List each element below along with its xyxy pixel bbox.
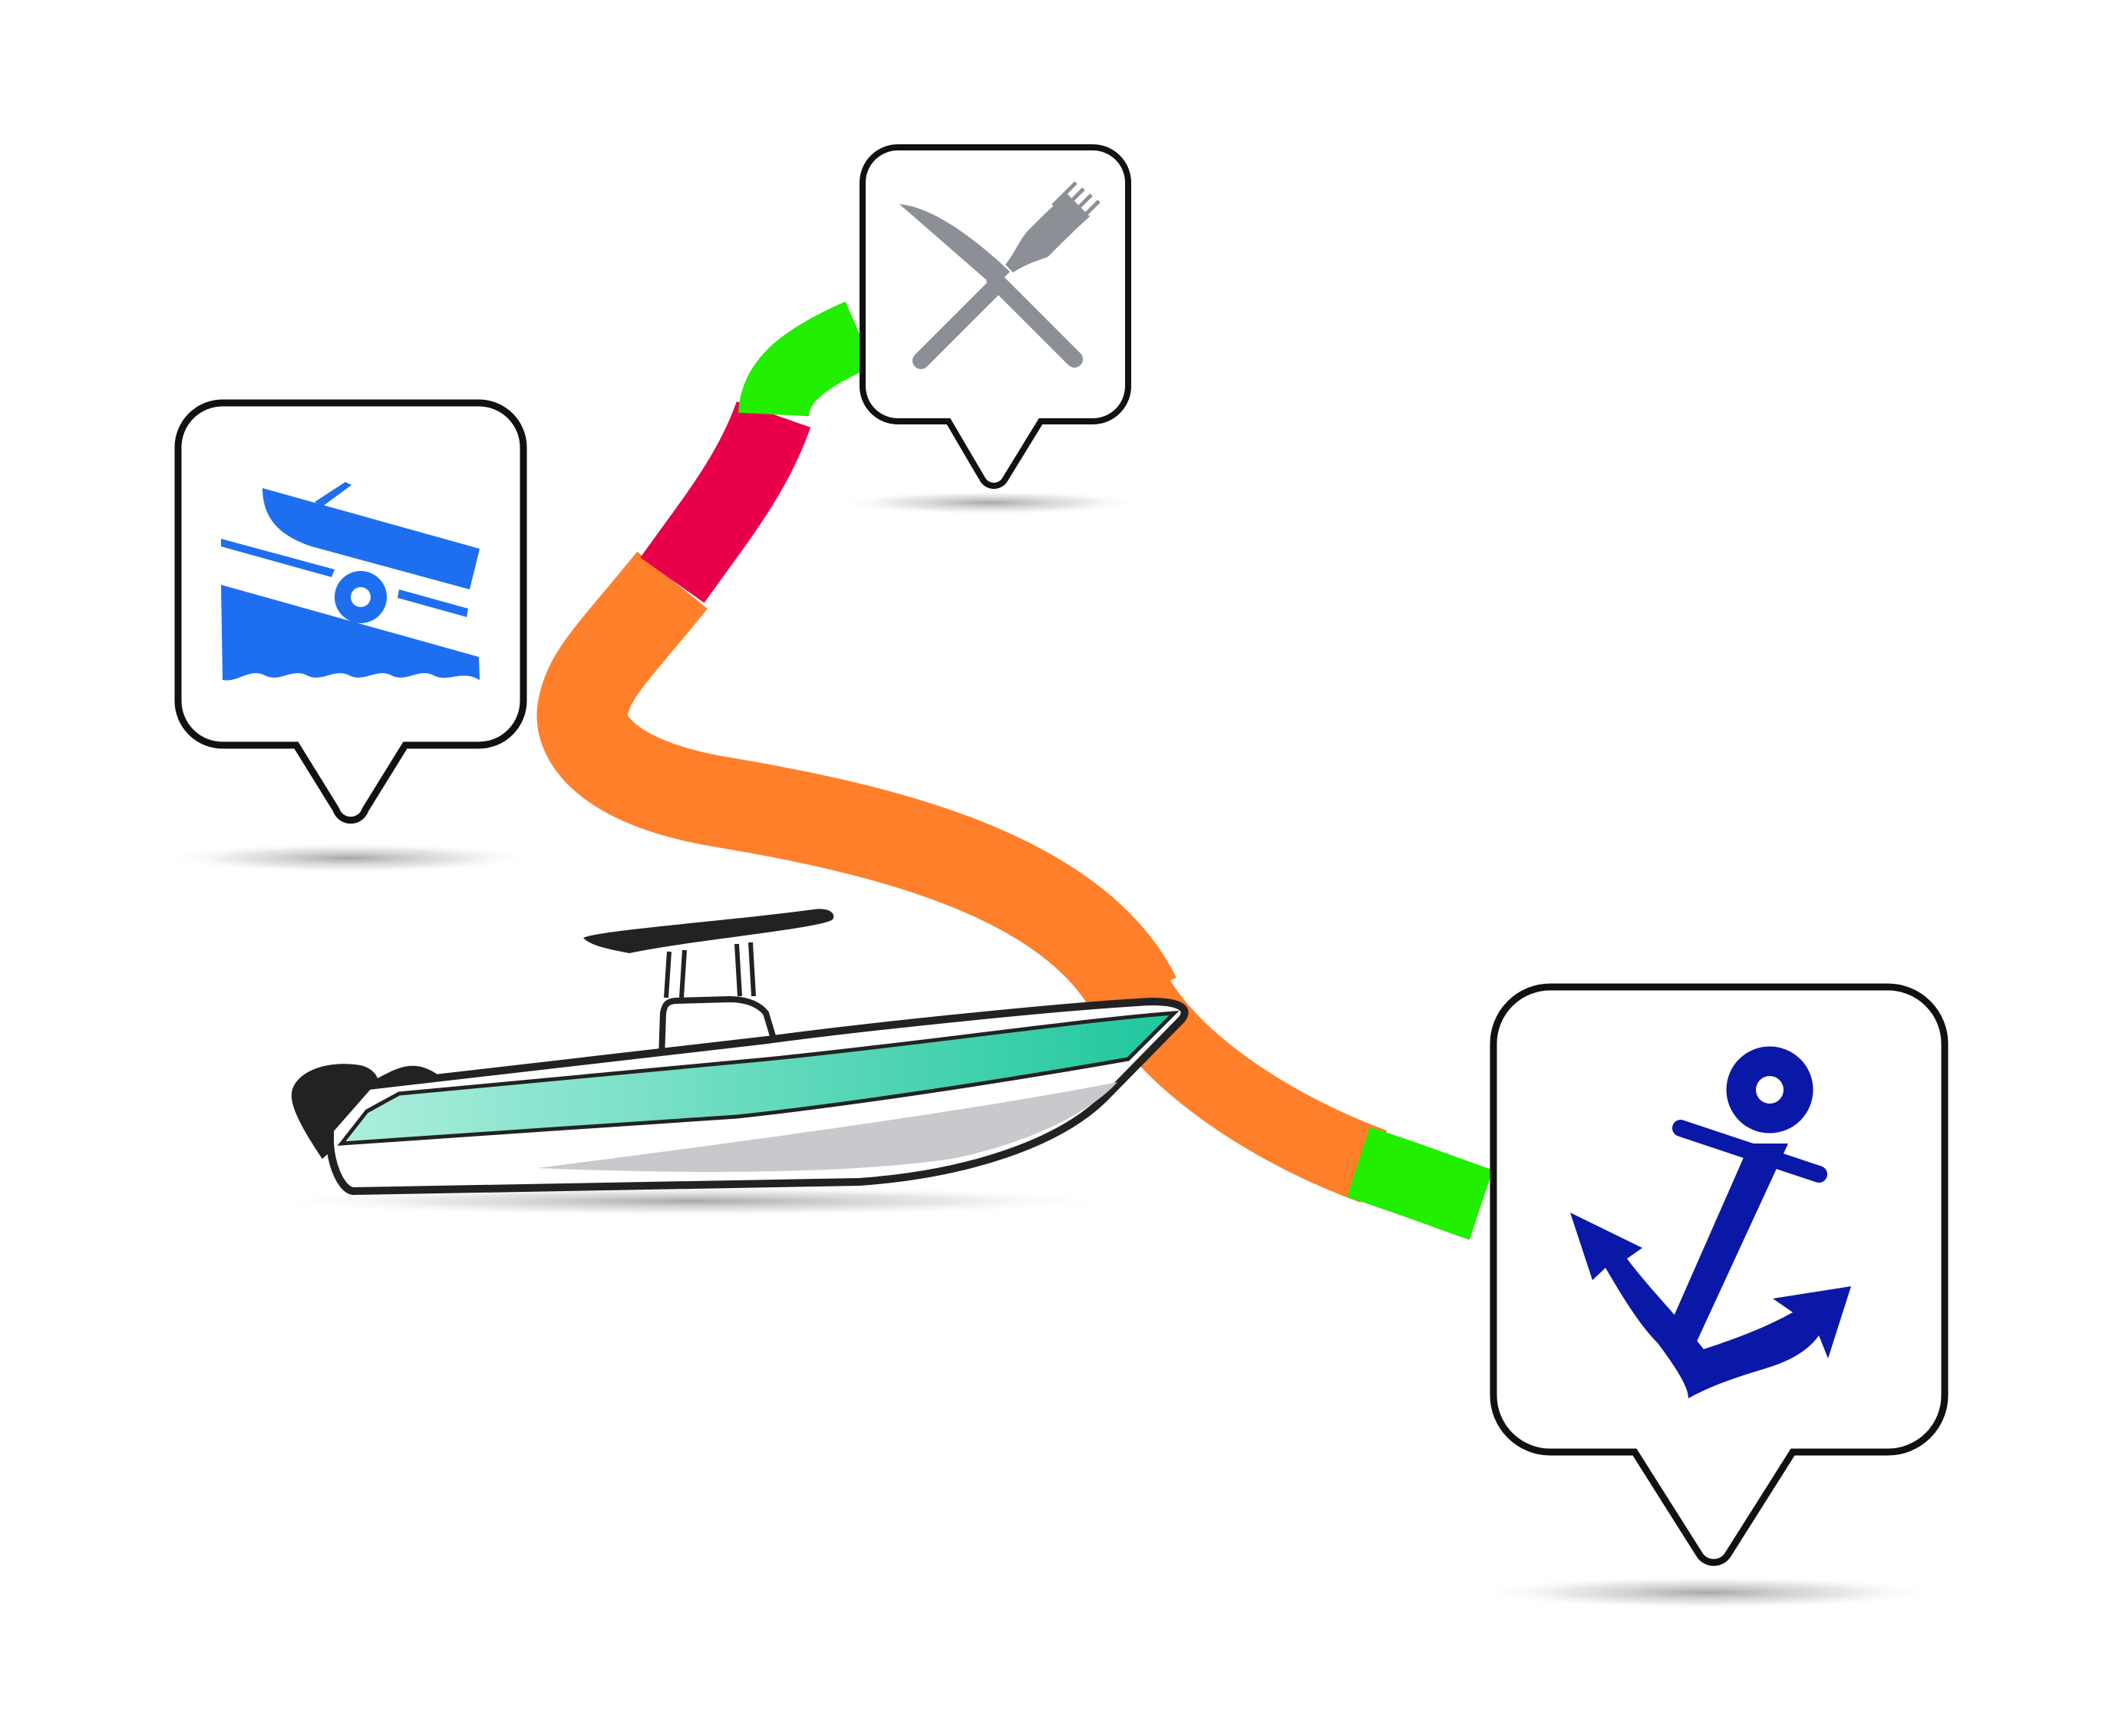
restaurant-cutlery-icon <box>899 181 1101 369</box>
route-segment-green-1 <box>738 301 874 418</box>
anchor-icon <box>1570 1046 1851 1398</box>
boat-hull-shadow <box>537 1082 1117 1172</box>
restaurant-pin-shadow <box>837 490 1143 515</box>
route-segment-orange-1 <box>536 551 1176 1020</box>
boat-shadow <box>261 1186 1120 1216</box>
anchor-pin-shadow <box>1473 1576 1942 1609</box>
anchorage-pin[interactable] <box>1490 983 1949 1566</box>
center-console-boat-icon <box>291 909 1189 1196</box>
pin-shadows <box>161 490 1942 1609</box>
boat-launch-icon <box>221 482 480 681</box>
route-segment-green-2 <box>1347 1127 1493 1240</box>
boat-hull-stripe <box>337 1010 1180 1146</box>
restaurant-pin[interactable] <box>860 144 1131 489</box>
route-segment-red <box>640 401 811 603</box>
launch-pin-shadow <box>161 843 537 873</box>
boat-launch-pin[interactable] <box>174 399 527 824</box>
t-top-supports <box>664 942 756 998</box>
t-top-roof <box>583 909 834 953</box>
